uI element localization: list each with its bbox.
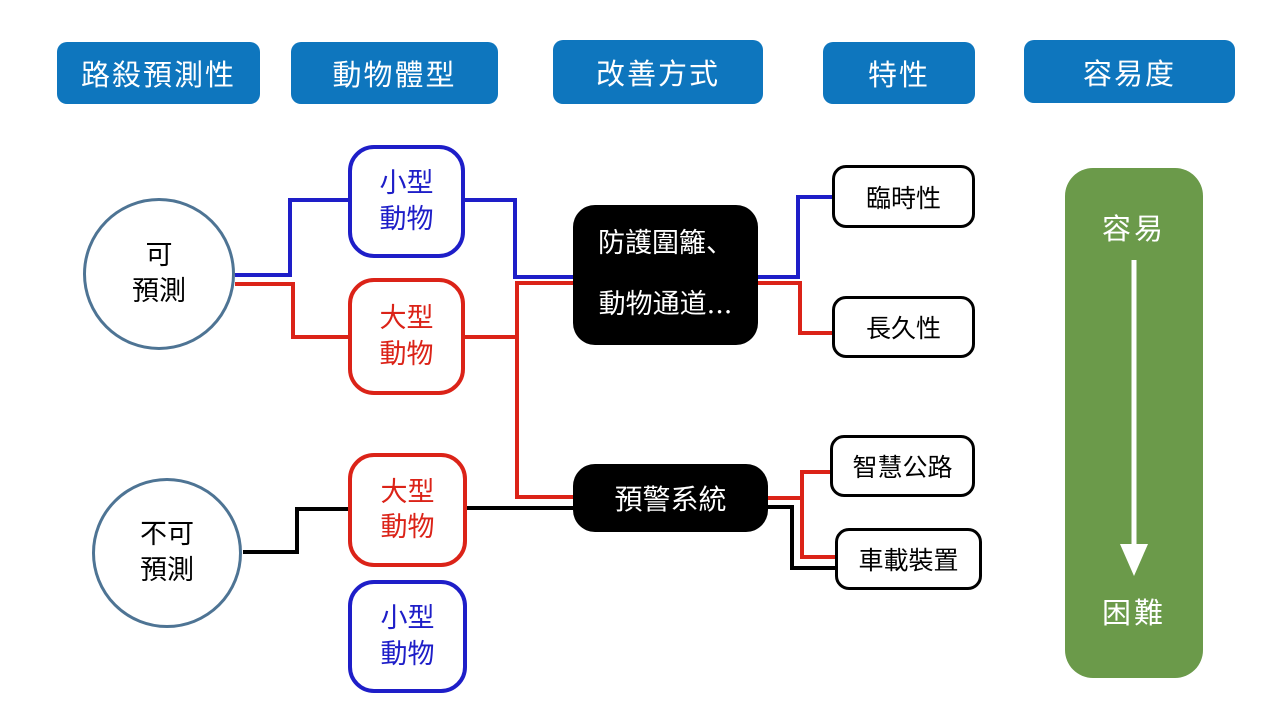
node-protection-methods: 防護圍籬、 動物通道...	[573, 205, 758, 345]
header-animal-body-size: 動物體型	[291, 42, 498, 104]
ease-scale-easy-label: 容易	[1101, 212, 1166, 246]
connector-small-to-protection	[465, 198, 573, 279]
header-ease-level: 容易度	[1024, 40, 1235, 103]
node-vehicle-device: 車載裝置	[835, 528, 982, 590]
node-predictable: 可 預測	[83, 198, 235, 350]
node-permanent: 長久性	[832, 296, 975, 358]
connector-predictable-to-large	[235, 282, 348, 339]
node-temporary: 臨時性	[832, 165, 975, 228]
node-unpredictable: 不可 預測	[92, 478, 242, 628]
node-small-animal-bottom: 小型 動物	[348, 580, 467, 693]
header-characteristic: 特性	[823, 42, 975, 104]
header-improvement-method: 改善方式	[553, 40, 763, 104]
ease-scale-panel: 容易 困難	[1065, 168, 1203, 678]
ease-scale-hard-label: 困難	[1101, 596, 1166, 630]
header-roadkill-predictability: 路殺預測性	[57, 42, 260, 104]
connector-large-to-warning	[515, 335, 573, 499]
connector-large-to-protection	[465, 281, 573, 339]
node-small-animal-top: 小型 動物	[348, 145, 465, 258]
connector-predictable-to-small	[235, 198, 348, 277]
connector-unpredictable-to-large	[243, 507, 348, 554]
node-smart-highway: 智慧公路	[830, 435, 975, 497]
connector-warning-to-vehicle-device-black	[768, 505, 835, 570]
node-large-animal-top: 大型 動物	[348, 278, 465, 395]
connector-warning-to-vehicle-device-red	[800, 496, 835, 559]
node-large-animal-bottom: 大型 動物	[348, 453, 467, 567]
node-warning-system: 預警系統	[573, 464, 768, 532]
connector-protection-to-permanent	[758, 281, 832, 335]
connector-warning-to-smart-highway	[768, 470, 830, 500]
down-arrow-icon	[1120, 260, 1148, 576]
connector-protection-to-temporary	[758, 195, 832, 279]
